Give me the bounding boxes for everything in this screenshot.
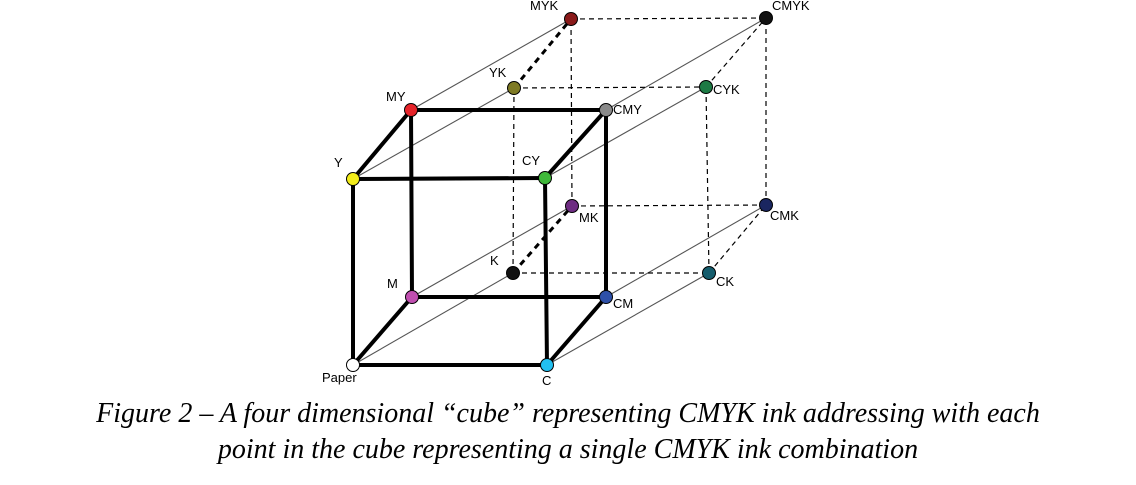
figure-caption: Figure 2 – A four dimensional “cube” rep… (0, 396, 1136, 468)
node-cmy (599, 103, 613, 117)
label-cmy: CMY (613, 102, 642, 117)
label-cm: CM (613, 296, 633, 311)
edge-mk-cmk (571, 204, 767, 207)
label-k: K (490, 253, 499, 268)
label-cyk: CYK (713, 82, 740, 97)
edge-ck-cyk (705, 86, 710, 274)
edge-my-myk (410, 18, 572, 111)
label-myk: MYK (530, 0, 559, 13)
label-cmk: CMK (770, 208, 799, 223)
node-cmyk (759, 11, 773, 25)
label-y: Y (334, 155, 343, 170)
edge-cy-cyk (544, 86, 707, 179)
caption-line-1: Figure 2 – A four dimensional “cube” rep… (96, 398, 1040, 429)
label-cmyk: CMYK (772, 0, 810, 13)
edge-cyk-cmyk (705, 17, 767, 88)
node-cmk (759, 198, 773, 212)
edge-y-my (351, 108, 413, 181)
edge-mk-myk (570, 18, 573, 207)
cube-nodes (346, 11, 773, 372)
label-mk: MK (579, 210, 599, 225)
edge-k-mk (511, 205, 574, 274)
node-y (346, 172, 360, 186)
edge-c-ck (546, 272, 710, 366)
caption-line-2: point in the cube representing a single … (217, 434, 919, 465)
node-cy (538, 171, 552, 185)
node-cyk (699, 80, 713, 94)
label-m: M (387, 276, 398, 291)
label-c: C (542, 373, 551, 388)
node-yk (507, 81, 521, 95)
label-my: MY (386, 89, 406, 104)
edge-yk-myk (512, 18, 573, 89)
edge-m-my (409, 108, 414, 299)
edge-y-cy (351, 176, 547, 181)
edge-ck-cmk (708, 204, 767, 274)
edge-c-cm (545, 295, 608, 367)
label-yk: YK (489, 65, 507, 80)
edge-c-cy (543, 176, 549, 367)
node-c (540, 358, 554, 372)
edge-cm-cmk (605, 204, 767, 298)
cube-edges (351, 17, 767, 367)
edge-myk-cmyk (570, 17, 767, 20)
node-myk (564, 12, 578, 26)
edge-cmy-cmyk (605, 17, 767, 111)
node-cm (599, 290, 613, 304)
edge-paper-k (352, 272, 514, 366)
node-ck (702, 266, 716, 280)
label-ck: CK (716, 274, 734, 289)
edge-y-yk (352, 87, 515, 180)
edge-paper-m (351, 295, 414, 367)
label-cy: CY (522, 153, 540, 168)
edge-yk-cyk (513, 86, 707, 89)
edge-k-yk (512, 87, 515, 274)
node-m (405, 290, 419, 304)
node-paper (346, 358, 360, 372)
label-paper: Paper (322, 370, 357, 385)
node-k (506, 266, 520, 280)
node-mk (565, 199, 579, 213)
node-my (404, 103, 418, 117)
edge-cy-cmy (543, 108, 608, 180)
